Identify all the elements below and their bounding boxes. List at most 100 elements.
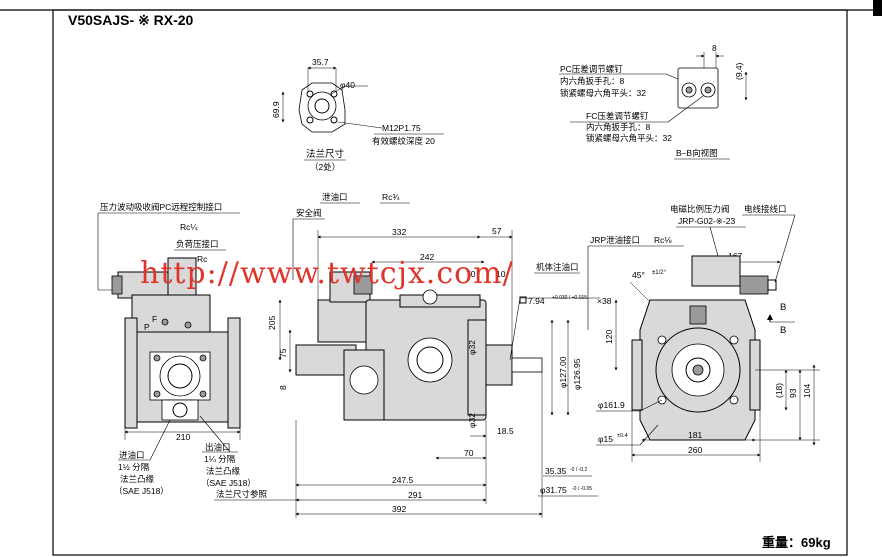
- model-title: V50SAJS- ※ RX-20: [68, 12, 194, 28]
- section-b2: B: [780, 325, 786, 336]
- inlet-flange-label: 法兰凸缘: [120, 474, 155, 484]
- bb-dim-8: 8: [712, 43, 717, 53]
- solenoid-label: 电磁比例压力阀: [670, 204, 730, 214]
- dim-57: 57: [492, 226, 502, 236]
- dim-75: 75: [278, 348, 288, 358]
- dim-69-9: 69.9: [271, 101, 281, 118]
- fill-plug: [422, 289, 438, 305]
- corner-tab: [873, 0, 882, 16]
- dim-120: 120: [604, 330, 614, 344]
- inlet-std: （SAE J518）: [114, 486, 169, 496]
- dim-8: 8: [278, 385, 288, 390]
- dim-70a: 70: [466, 269, 476, 279]
- fc-label: FC压差调节螺钉: [586, 111, 649, 121]
- flange-bolt-hole: [306, 116, 314, 124]
- outlet-std: （SAE J518）: [201, 478, 256, 488]
- flange-caption: 法兰尺寸: [306, 148, 345, 160]
- dim-18: (18): [774, 383, 784, 398]
- dim-phi31-75: φ31.75: [540, 485, 567, 495]
- bb-caption: B–B向视图: [676, 148, 718, 158]
- dim-phi161-9: φ161.9: [598, 400, 625, 410]
- jrp-drain-label: JRP泄油接口: [590, 235, 640, 245]
- solenoid-coil: [739, 275, 769, 295]
- flange-bolt-hole: [330, 116, 338, 124]
- angle-tol: ±1/2°: [652, 270, 667, 276]
- wire-port-label: 电线接线口: [744, 204, 787, 214]
- dim-205: 205: [267, 316, 277, 330]
- dim-392: 392: [392, 504, 406, 514]
- dim-35-7: 35.7: [312, 57, 329, 67]
- mount-hole: [729, 395, 739, 405]
- key-length: ×38: [597, 296, 612, 306]
- fc-nut: 锁紧螺母六角平头：32: [586, 133, 672, 143]
- section-b1: B: [780, 302, 786, 313]
- bb-view: PC压差调节螺钉 内六角扳手孔：8 锁紧螺母六角平头：32 8 (9.4) FC…: [559, 43, 748, 160]
- dim-291: 291: [408, 490, 422, 500]
- weight-label: 重量：69kg: [762, 535, 831, 550]
- inlet-label: 进油口: [119, 450, 145, 460]
- shaft-end: [685, 357, 711, 383]
- pilot: [485, 344, 513, 386]
- dim-phi32b: φ32: [467, 413, 477, 428]
- load-port-label: 负荷压接口: [176, 239, 219, 249]
- left-view: 压力波动吸收阀PC远程控制接口 Rc¼ 负荷压接口 Rc F P 210: [97, 202, 300, 501]
- watermark-url: http://www.twtcjx.com/: [140, 256, 514, 291]
- bb-dim-9-4: (9.4): [734, 62, 744, 80]
- port-p: P: [144, 322, 150, 332]
- dim-phi126-95: φ126.95: [572, 358, 582, 390]
- flange-bore: [307, 91, 337, 121]
- dim-242: 242: [420, 252, 434, 262]
- bb-block: [677, 67, 719, 109]
- body-fill-label: 机体注油口: [536, 262, 579, 272]
- fc-hex: 内六角扳手孔：8: [586, 122, 651, 132]
- flange-bolt-hole: [330, 90, 338, 98]
- dim-210: 210: [176, 432, 190, 442]
- flange-bolt-hole: [306, 90, 314, 98]
- outlet-flange: [161, 399, 199, 421]
- load-valve-block: [167, 257, 197, 299]
- flange-ref-label: 法兰尺寸参照: [216, 489, 268, 499]
- outlet-flange-label: 法兰凸缘: [206, 466, 241, 476]
- dim-260: 260: [688, 445, 702, 455]
- thread-depth: 有效螺纹深度 20: [372, 136, 435, 146]
- pc-label: PC压差调节螺钉: [560, 64, 623, 74]
- rc-3-4: Rc¾: [382, 192, 400, 202]
- dim-35-35: 35.35: [545, 466, 567, 476]
- solenoid-model: JRP-G02-※-23: [678, 216, 735, 226]
- dim-phi40: φ40: [340, 80, 355, 90]
- safety-valve-label: 安全阀: [296, 208, 322, 218]
- key-size: 7.94: [528, 296, 545, 306]
- pc-nut: 锁紧螺母六角平头：32: [560, 88, 646, 98]
- dim-35-35-tol: -0 / -0.2: [570, 467, 587, 473]
- dim-70b: 70: [464, 448, 474, 458]
- flange-view: 35.7 69.9 φ40 M12P1.75 有效螺纹深度 20 法兰尺寸 （2…: [271, 57, 444, 172]
- dim-332: 332: [392, 227, 406, 237]
- key-tol: +0.030 / +0.015: [552, 295, 587, 301]
- safety-valve-block: [317, 299, 371, 343]
- dim-phi127: φ127.00: [558, 356, 568, 388]
- dim-phi15-tol: ±0.4: [617, 433, 628, 439]
- right-view: 电磁比例压力阀 电线接线口 JRP-G02-※-23 JRP泄油接口 Rc⅛ 1…: [587, 204, 820, 462]
- mount-hole: [729, 335, 739, 345]
- rc-label: Rc: [197, 254, 208, 264]
- dim-93: 93: [788, 388, 798, 398]
- solenoid-block: [691, 255, 741, 287]
- mount-flange: [467, 319, 487, 416]
- dim-phi32a: φ32: [467, 340, 477, 355]
- control-block: [131, 294, 211, 338]
- remote-port-label: 压力波动吸收阀PC远程控制接口: [100, 202, 222, 212]
- dim-phi31-75-tol: -0 / -0.05: [572, 486, 592, 492]
- drain-label: 泄油口: [322, 192, 348, 202]
- pc-hex: 内六角扳手孔：8: [560, 76, 625, 86]
- outlet-size: 1¼ 分隔: [204, 454, 236, 464]
- outlet-label: 出油口: [205, 442, 231, 452]
- inlet-port: [159, 355, 201, 397]
- dim-10: 10: [496, 269, 506, 279]
- dim-104: 104: [802, 384, 812, 398]
- angle-45: 45°: [632, 270, 645, 280]
- dim-18-5: 18.5: [497, 426, 514, 436]
- rc-1-8: Rc⅛: [654, 235, 672, 245]
- shaft: [511, 357, 543, 373]
- flange-bore-inner: [314, 98, 330, 114]
- port-f: F: [152, 314, 157, 324]
